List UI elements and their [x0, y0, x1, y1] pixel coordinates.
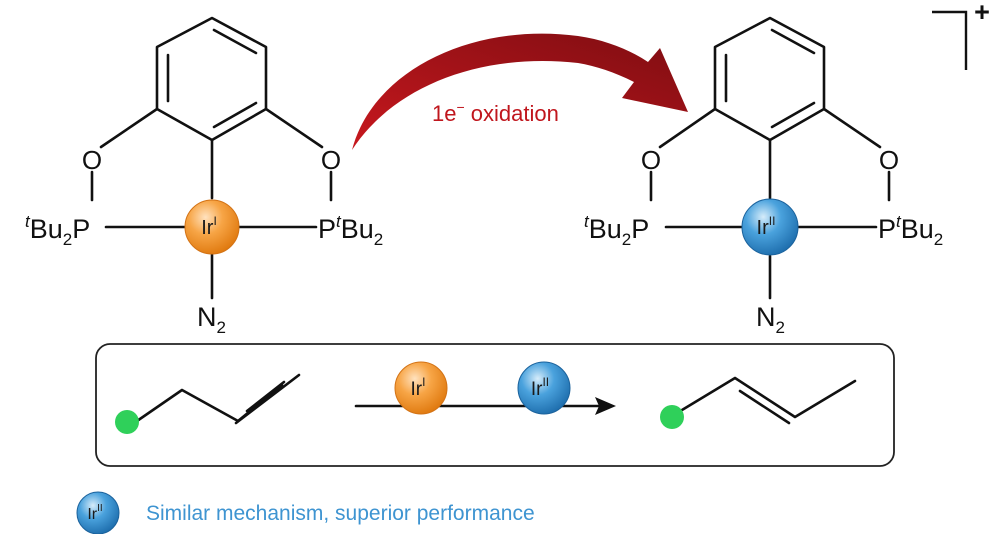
oxygen-atom-left: O	[641, 145, 661, 175]
oxygen-atom-left: O	[82, 145, 102, 175]
legend-caption: Similar mechanism, superior performance	[146, 502, 535, 525]
phosphorus-atom: P	[72, 214, 90, 244]
svg-text:IrI: IrI	[201, 214, 217, 239]
oxygen-atom-right: O	[321, 145, 341, 175]
green-substituent-dot	[115, 410, 139, 434]
tert-superscript: t	[25, 212, 31, 231]
product-internal-alkene	[660, 376, 857, 429]
legend: IrII Similar mechanism, superior perform…	[76, 491, 535, 534]
oxidation-arrow: 1e− oxidation	[352, 33, 688, 150]
phosphorus-atom: P	[318, 214, 336, 244]
svg-text:IrII: IrII	[87, 503, 102, 523]
positive-charge: +	[974, 0, 990, 27]
phosphine-left-label: tBu2P	[25, 212, 90, 249]
butyl-text: Bu	[341, 214, 374, 244]
benzene-ring-left	[155, 16, 268, 142]
subscript-2: 2	[63, 230, 72, 249]
phosphine-right-label: PtBu2	[878, 212, 943, 249]
bonds-right	[649, 107, 891, 300]
dinitrogen-ligand-right: N2	[756, 302, 785, 337]
dinitrogen-ligand-left: N2	[197, 302, 226, 337]
green-substituent-dot	[660, 405, 684, 429]
svg-text:IrI: IrI	[411, 375, 426, 400]
phosphine-right-label: PtBu2	[318, 212, 383, 249]
butyl-text: Bu	[30, 214, 63, 244]
catalyst-iridium-i: IrI	[394, 361, 448, 415]
iridium-ii-center: IrII	[741, 198, 799, 256]
reaction-box: IrI IrII	[95, 343, 895, 467]
left-complex: O O tBu2P PtBu2 N2 IrI	[25, 16, 383, 337]
benzene-ring-right	[713, 16, 826, 142]
oxygen-atom-right: O	[879, 145, 899, 175]
subscript-2: 2	[374, 230, 383, 249]
phosphine-left-label: tBu2P	[584, 212, 649, 249]
svg-text:IrII: IrII	[531, 375, 549, 400]
substrate-allyl	[115, 373, 301, 434]
cation-bracket: +	[932, 0, 990, 70]
oxidation-label: 1e− oxidation	[432, 99, 559, 126]
svg-text:IrII: IrII	[757, 214, 776, 239]
catalyst-iridium-ii: IrII	[517, 361, 571, 415]
legend-iridium-ii: IrII	[76, 491, 120, 534]
iridium-i-center: IrI	[184, 199, 240, 255]
right-complex: O O tBu2P PtBu2 N2 IrII +	[584, 0, 990, 337]
isomerization-arrow	[354, 397, 616, 415]
bonds-left	[90, 107, 333, 300]
tert-superscript: t	[336, 212, 342, 231]
